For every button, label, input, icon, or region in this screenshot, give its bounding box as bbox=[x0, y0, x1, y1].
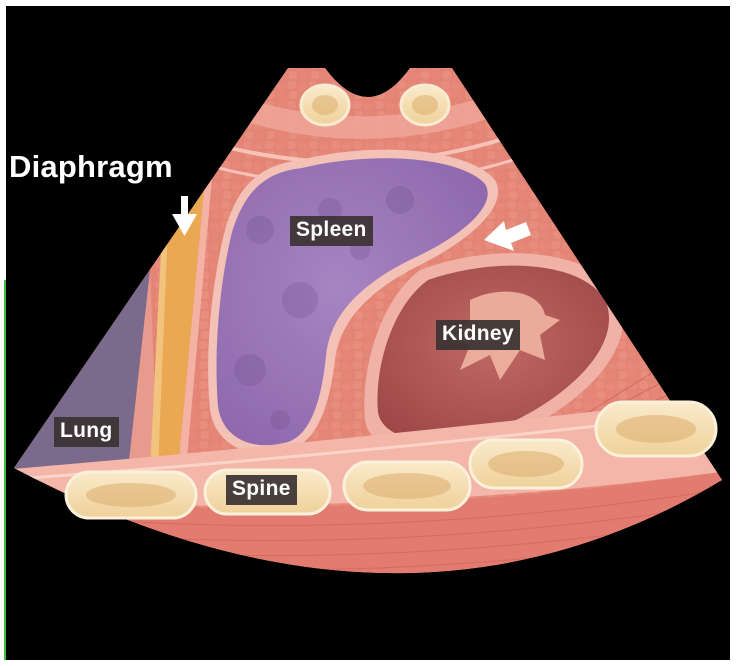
spleen-label: Spleen bbox=[290, 216, 373, 246]
diaphragm-label: Diaphragm bbox=[9, 150, 173, 184]
kidney-label: Kidney bbox=[436, 320, 520, 350]
lung-region bbox=[0, 270, 150, 480]
lung-label: Lung bbox=[54, 417, 119, 447]
spine-label: Spine bbox=[226, 475, 297, 505]
